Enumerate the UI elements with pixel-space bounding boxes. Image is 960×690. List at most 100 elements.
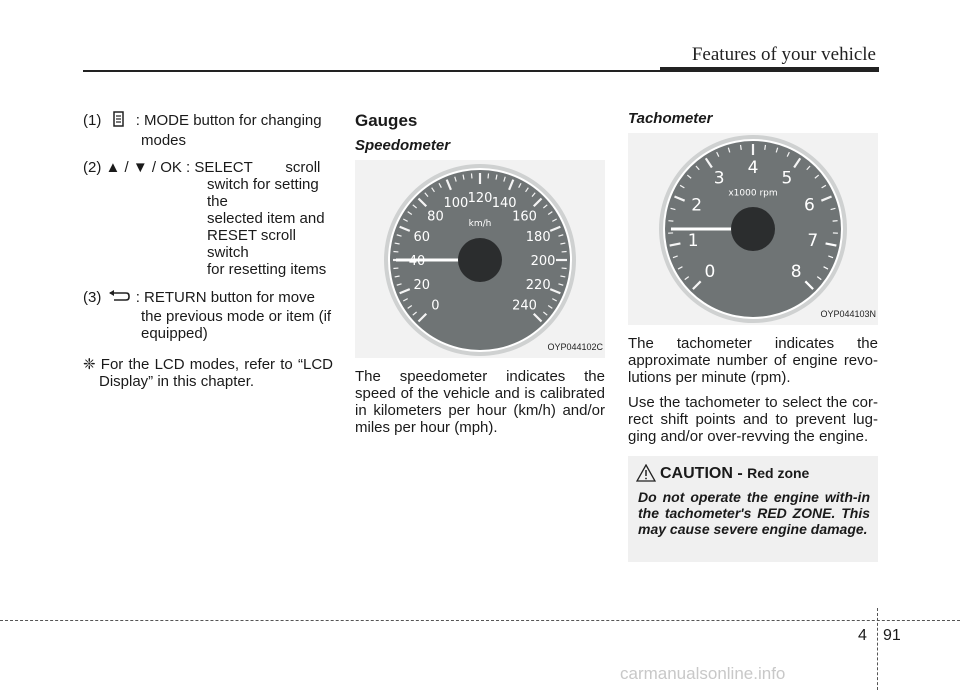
tick-mark [399,225,411,232]
dial-unit: x1000 rpm [728,189,777,199]
dial-label: 100 [443,196,468,211]
tick-mark [503,176,506,182]
mode-button-desc: : MODE button for changing [135,111,322,129]
speedometer-heading: Speedometer [355,137,451,154]
tick-mark [412,311,417,316]
tick-mark [677,266,683,270]
tick-mark [821,184,827,189]
dial-label: 80 [427,209,444,224]
tick-mark [823,266,829,270]
tick-mark [462,174,465,180]
tick-mark [830,207,836,211]
dial-label: 4 [748,158,759,178]
tachometer-text-1: The tachometer indicates the approximate… [628,335,878,386]
tick-mark [394,242,400,245]
tick-mark [454,176,457,182]
select-desc-line: for resetting items [207,261,327,278]
tick-mark [695,165,700,171]
watermark: carmanualsonline.info [620,664,786,683]
item-number: (2) ▲ / ▼ / OK : [83,159,191,176]
needle-hub [458,238,502,282]
tick-mark [558,283,564,286]
tick-mark [547,211,553,215]
tick-mark [739,144,742,150]
tick-mark [438,182,442,188]
return-arrow-icon [106,288,132,308]
tick-mark [402,218,408,222]
dial-label: 180 [526,230,551,245]
tick-mark [532,312,543,323]
dial-label: 140 [492,196,517,211]
item-number: (3) [83,288,102,306]
mode-button-desc-cont: modes [141,132,187,149]
dial-unit: km/h [469,219,492,229]
tick-mark [396,283,402,286]
caution-label: CAUTION - [660,465,743,482]
image-code: OYP044103N [820,309,876,319]
header-title: Features of your vehicle [691,44,876,65]
tick-mark [704,157,713,169]
mode-button-item: (1) : MODE button for changing modes [83,110,333,149]
tick-mark [532,197,543,208]
image-code: OYP044102C [547,342,603,352]
tachometer-heading: Tachometer [628,110,713,127]
tick-mark [495,174,498,180]
speedometer-figure: 020406080100120140160180200220240km/h OY… [355,160,605,358]
tick-mark [692,280,702,290]
tick-mark [543,311,548,316]
dial-label: 5 [781,168,792,188]
gauges-column: Gauges Speedometer 020406080100120140160… [355,110,605,444]
tick-mark [716,151,720,157]
needle-hub [731,207,775,251]
select-desc-line: selected item and [207,210,325,227]
tick-mark [806,165,811,171]
tick-mark [552,298,558,302]
item-number: (1) [83,111,102,129]
speedometer-text: The speedometer indicates the speed of t… [355,368,605,436]
header-rule [83,70,879,72]
tick-mark [560,242,566,245]
tick-mark [674,195,686,202]
dial-label: 160 [512,209,537,224]
tick-mark [543,204,548,209]
tick-mark [764,144,767,150]
dial-label: 20 [414,278,431,293]
tick-mark [825,242,837,247]
button-list-column: (1) : MODE button for changing modes (2)… [83,110,333,390]
tick-mark [396,234,402,237]
dial-label: 2 [691,196,702,216]
tachometer-text-2: Use the tachometer to select the cor-rec… [628,394,878,445]
dial-label: 240 [512,299,537,314]
select-desc-line: RESET scroll switch [207,227,296,261]
tick-mark [525,187,529,193]
caution-text: Do not operate the engine with-in the ta… [638,489,870,537]
tick-mark [394,275,400,278]
header-rule-accent [660,67,879,72]
tick-mark [727,147,731,153]
caution-subtitle: Red zone [747,465,810,481]
tick-mark [402,298,408,302]
warning-icon [635,463,657,487]
tick-mark [552,218,558,222]
tick-mark [684,276,690,281]
tick-mark [407,305,413,309]
tick-mark [424,192,429,197]
dial-label: 60 [414,230,431,245]
tick-mark [670,207,676,211]
return-desc-line: equipped) [141,325,208,342]
tick-mark [820,195,832,202]
lcd-note: ❈ For the LCD modes, refer to “LCD Displ… [83,356,333,390]
dial-label: 3 [714,168,725,188]
speedometer-dial: 020406080100120140160180200220240km/h [384,164,576,356]
return-button-desc: : RETURN button for move [135,288,315,306]
tick-mark [412,204,417,209]
return-desc-line: the previous mode or item (if [141,308,332,325]
tick-mark [775,147,779,153]
dial-label: 0 [431,299,439,314]
tick-mark [549,225,561,232]
dial-label: 8 [791,262,802,282]
tick-mark [669,242,681,247]
tick-mark [417,312,428,323]
